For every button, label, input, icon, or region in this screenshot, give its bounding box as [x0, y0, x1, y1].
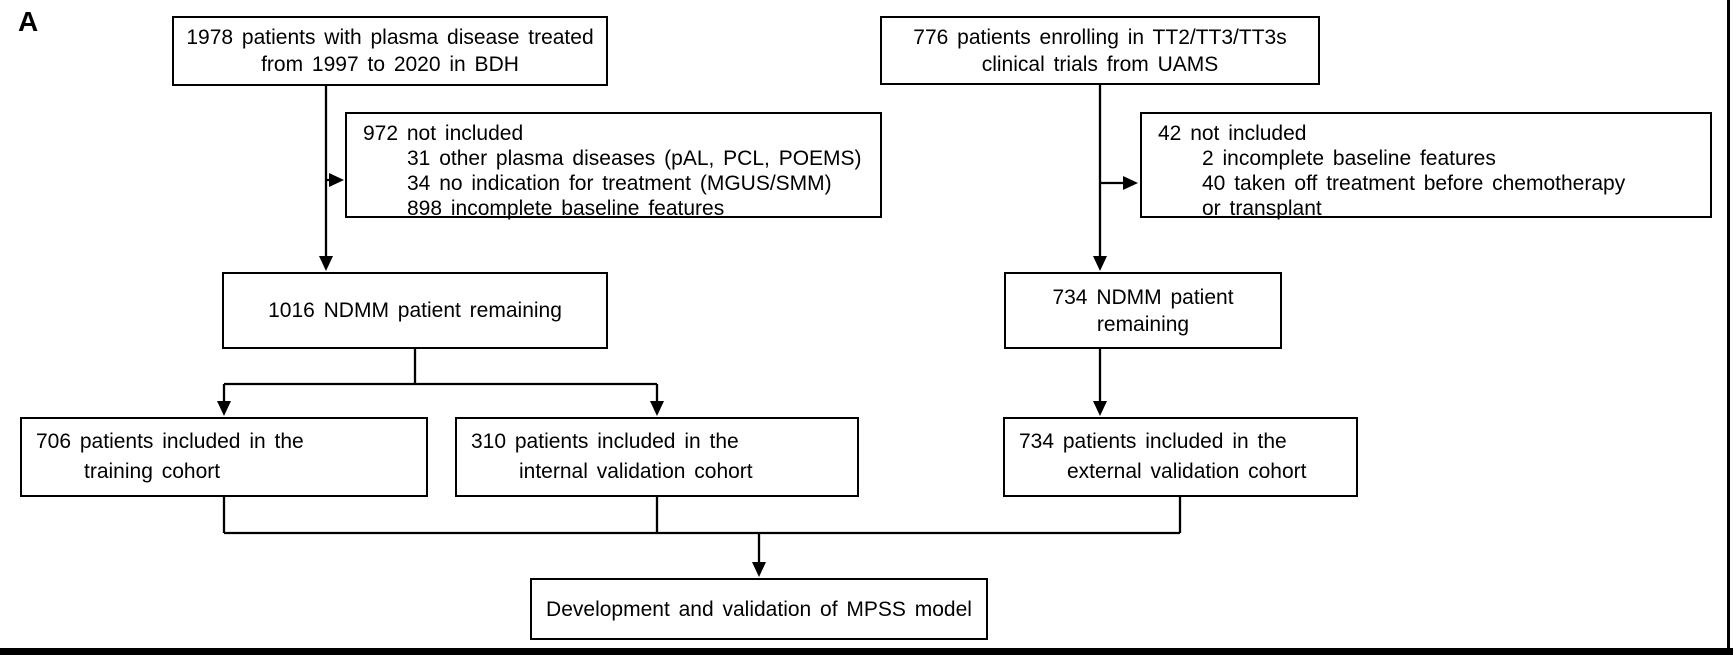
box-text-line: 42 not included [1158, 122, 1307, 145]
box-uams-remaining: 734 NDMM patient remaining [1004, 272, 1282, 349]
box-uams-excluded: 42 not included 2 incomplete baseline fe… [1140, 112, 1712, 220]
figure-frame-right-border [1727, 0, 1730, 655]
panel-label: A [18, 6, 40, 37]
box-bdh-source: 1978 patients with plasma disease treate… [172, 16, 608, 86]
box-external-validation-cohort: 734 patients included in the external va… [1003, 417, 1358, 497]
box-training-cohort: 706 patients included in the training co… [20, 417, 428, 497]
box-text-line: 972 not included [363, 122, 524, 145]
box-internal-validation-cohort: 310 patients included in the internal va… [455, 417, 859, 497]
box-text-line: 2 incomplete baseline features [1202, 147, 1496, 170]
box-text-line: 1978 patients with plasma disease treate… [186, 26, 594, 49]
box-text-line: 734 NDMM patient remaining [1052, 285, 1234, 336]
box-text-line: clinical trials from UAMS [981, 52, 1219, 76]
box-text-line: external validation cohort [1067, 460, 1307, 483]
box-text-line: 31 other plasma diseases (pAL, PCL, POEM… [407, 147, 862, 170]
box-text-line: 898 incomplete baseline features [407, 197, 725, 220]
box-text-line: 776 patients enrolling in TT2/TT3/TT3s [913, 25, 1287, 49]
figure-frame-bottom-border [0, 648, 1733, 655]
box-bdh-remaining: 1016 NDMM patient remaining [222, 272, 608, 349]
box-text-line: 34 no indication for treatment (MGUS/SMM… [407, 172, 832, 195]
box-model-development: Development and validation of MPSS model [530, 578, 988, 640]
box-text-line: 40 taken off treatment before chemothera… [1202, 172, 1626, 195]
box-bdh-excluded: 972 not included 31 other plasma disease… [345, 112, 882, 220]
box-text-line: 1016 NDMM patient remaining [268, 299, 562, 322]
box-text-line: training cohort [84, 460, 221, 483]
box-text-line: internal validation cohort [519, 460, 753, 483]
box-text-line: Development and validation of MPSS model [546, 597, 972, 621]
box-text-line: from 1997 to 2020 in BDH [261, 53, 519, 76]
box-text-line: or transplant [1202, 197, 1322, 220]
box-text-line: 734 patients included in the [1019, 430, 1287, 453]
box-text-line: 310 patients included in the [471, 430, 739, 453]
box-text-line: 706 patients included in the [36, 430, 304, 453]
box-uams-source: 776 patients enrolling in TT2/TT3/TT3s c… [880, 16, 1320, 85]
